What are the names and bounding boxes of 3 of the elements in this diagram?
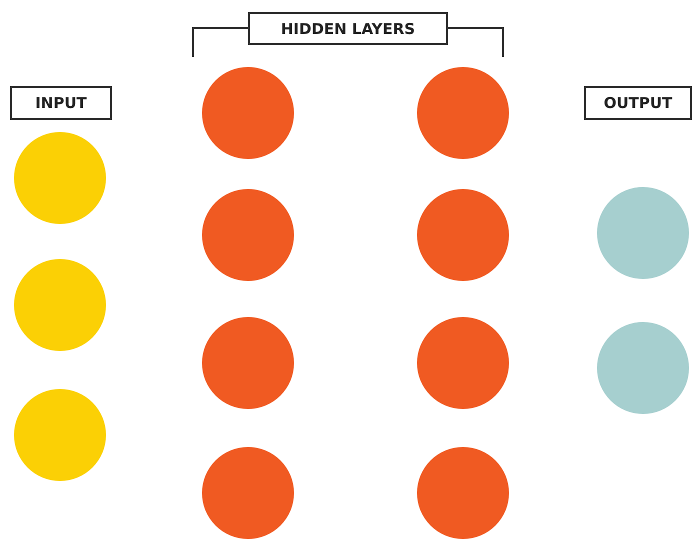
layer-label: OUTPUT (584, 86, 692, 120)
layer-label: HIDDEN LAYERS (248, 12, 448, 45)
layer-label: INPUT (10, 86, 112, 120)
